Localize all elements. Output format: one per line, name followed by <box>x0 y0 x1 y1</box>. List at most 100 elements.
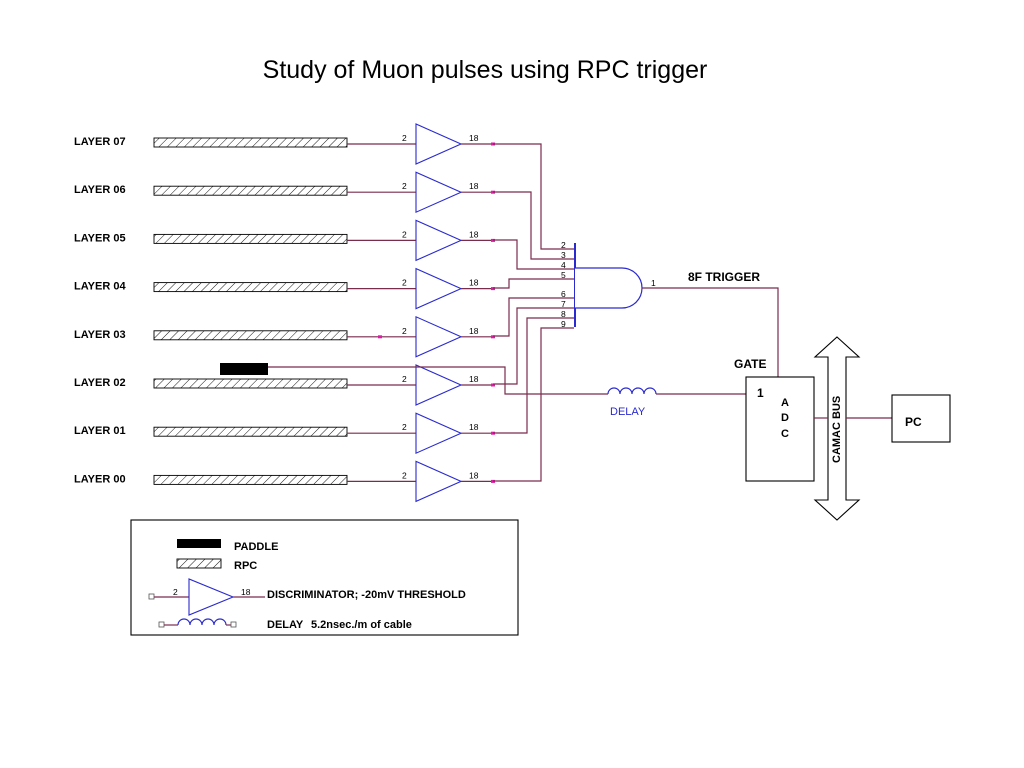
paddle-branch: DELAY <box>220 363 746 418</box>
discriminator-02 <box>415 364 463 406</box>
delay-label: DELAY <box>610 406 646 418</box>
rpc-bar-00 <box>153 474 348 485</box>
adc-letter-d: D <box>781 412 789 424</box>
pc-box <box>891 394 951 443</box>
legend-delay-in-terminal <box>158 621 165 628</box>
camac-bus: CAMAC BUS <box>813 336 892 521</box>
rpc-bar-05 <box>153 233 348 244</box>
output-dot-02 <box>491 383 495 387</box>
camac-bus-arrow <box>813 336 861 521</box>
and-gate-input-pin-2: 2 <box>561 240 566 250</box>
rpc-bar-07 <box>153 137 348 148</box>
delay-coil <box>607 387 657 395</box>
and-gate-input-pin-9: 9 <box>561 319 566 329</box>
disc-in-pin-01: 2 <box>402 422 407 432</box>
discriminator-06 <box>415 171 463 214</box>
legend-paddle-swatch <box>177 539 221 548</box>
discriminator-00 <box>415 460 463 503</box>
disc-out-pin-03: 18 <box>469 326 479 336</box>
gate-label: GATE <box>734 357 766 371</box>
route-layer-04 <box>493 278 574 289</box>
legend: PADDLE RPC 2 18 DISCRIMINATOR; -20mV THR… <box>130 519 519 636</box>
and-gate-body <box>575 267 643 309</box>
disc-out-pin-02: 18 <box>469 374 479 384</box>
adc-box <box>745 376 815 482</box>
legend-paddle-label: PADDLE <box>234 541 278 553</box>
layer-label-02: LAYER 02 <box>74 377 126 389</box>
layer-label-06: LAYER 06 <box>74 184 126 196</box>
and-gate-input-pin-6: 6 <box>561 289 566 299</box>
and-gate-input-pin-7: 7 <box>561 299 566 309</box>
legend-rpc-swatch <box>176 558 222 569</box>
legend-rpc-label: RPC <box>234 560 257 572</box>
input-dot-03 <box>378 335 382 339</box>
adc-letter-c: C <box>781 428 789 440</box>
layer-label-07: LAYER 07 <box>74 136 126 148</box>
discriminator-04 <box>415 267 463 310</box>
legend-delay-name: DELAY <box>267 619 304 631</box>
disc-out-pin-04: 18 <box>469 278 479 288</box>
and-gate-output-pin: 1 <box>651 278 656 288</box>
legend-delay-out-terminal <box>230 621 237 628</box>
rpc-bar-01 <box>153 426 348 437</box>
route-layer-07 <box>493 143 574 250</box>
disc-out-pin-00: 18 <box>469 470 479 480</box>
output-dot-03 <box>491 335 495 339</box>
disc-out-pin-01: 18 <box>469 422 479 432</box>
discriminator-05 <box>415 219 463 262</box>
trigger-label: 8F TRIGGER <box>688 270 760 284</box>
and-gate-input-pin-4: 4 <box>561 260 566 270</box>
legend-disc-in-pin: 2 <box>173 587 178 597</box>
and-gate-input-pin-8: 8 <box>561 309 566 319</box>
legend-discriminator-symbol <box>188 578 235 616</box>
disc-in-pin-03: 2 <box>402 326 407 336</box>
rpc-bar-06 <box>153 185 348 196</box>
adc-channel: 1 <box>757 386 764 400</box>
camac-bus-label: CAMAC BUS <box>831 396 843 463</box>
signal-routing <box>493 143 574 482</box>
disc-in-pin-02: 2 <box>402 374 407 384</box>
disc-in-pin-05: 2 <box>402 229 407 239</box>
legend-disc-out-pin: 18 <box>241 587 251 597</box>
legend-discriminator-label: DISCRIMINATOR; -20mV THRESHOLD <box>267 589 466 601</box>
disc-in-pin-06: 2 <box>402 181 407 191</box>
pc-label: PC <box>905 415 922 429</box>
route-layer-01 <box>493 317 574 434</box>
layer-label-05: LAYER 05 <box>74 232 126 244</box>
route-layer-00 <box>493 327 574 482</box>
legend-delay-coil <box>177 618 227 626</box>
and-gate-input-pin-5: 5 <box>561 270 566 280</box>
and-gate-input-pin-3: 3 <box>561 250 566 260</box>
disc-in-pin-07: 2 <box>402 133 407 143</box>
trigger-to-gate-wire <box>672 287 779 377</box>
rpc-bar-02 <box>153 378 348 389</box>
layer-label-03: LAYER 03 <box>74 329 126 341</box>
legend-disc-in-terminal <box>148 593 155 600</box>
route-layer-03 <box>493 297 574 337</box>
disc-in-pin-04: 2 <box>402 278 407 288</box>
disc-in-pin-00: 2 <box>402 470 407 480</box>
pc-module: PC <box>891 394 951 443</box>
layer-label-00: LAYER 00 <box>74 473 126 485</box>
adc-letter-a: A <box>781 397 789 409</box>
layer-label-01: LAYER 01 <box>74 425 126 437</box>
disc-out-pin-06: 18 <box>469 181 479 191</box>
discriminator-03 <box>415 315 463 358</box>
route-layer-06 <box>493 191 574 260</box>
page-title: Study of Muon pulses using RPC trigger <box>262 56 708 84</box>
layer-label-04: LAYER 04 <box>74 281 126 293</box>
discriminator-01 <box>415 412 463 455</box>
legend-box <box>130 519 519 636</box>
legend-delay-spec: 5.2nsec./m of cable <box>311 619 412 631</box>
rpc-bar-04 <box>153 282 348 293</box>
rpc-bar-03 <box>153 330 348 341</box>
disc-out-pin-05: 18 <box>469 229 479 239</box>
paddle-wire <box>268 366 608 395</box>
trigger-branch: 8F TRIGGER GATE <box>672 270 779 377</box>
route-layer-05 <box>493 239 574 270</box>
paddle <box>220 363 268 375</box>
